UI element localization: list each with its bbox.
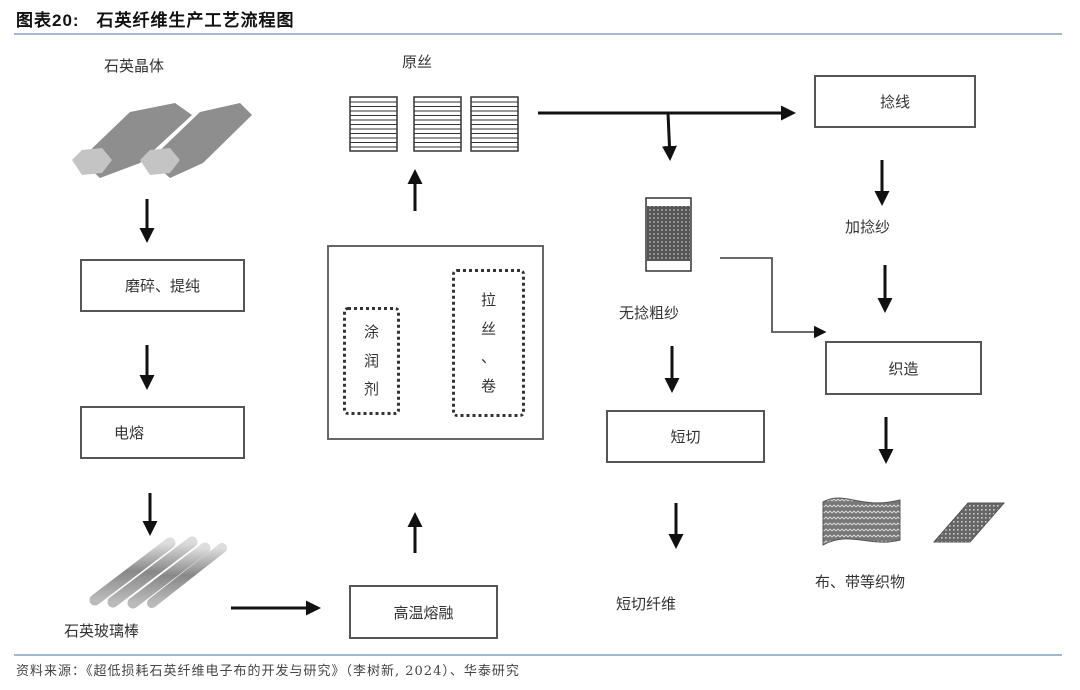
figure-number: 20: <box>52 11 80 30</box>
node-twisting-label: 捻线 <box>879 93 910 111</box>
raw-filament-icon <box>349 96 519 152</box>
node-chopping-label: 短切 <box>670 428 701 446</box>
node-high-temp-melting-label: 高温熔融 <box>393 603 454 622</box>
figure-title-text: 石英纤维生产工艺流程图 <box>96 11 295 31</box>
quartz-glass-rod-icon <box>89 536 227 609</box>
node-grinding-label: 磨碎、提纯 <box>124 277 200 295</box>
header-divider <box>14 33 1062 35</box>
node-chopped-fiber: 短切纤维 <box>616 595 677 613</box>
coating-char: 剂 <box>363 380 379 399</box>
node-quartz-glass-rod: 石英玻璃棒 <box>64 622 140 640</box>
node-high-temp-melting: 高温熔融 <box>349 585 498 639</box>
fabric-cloth-icon <box>822 497 901 546</box>
footer-divider <box>14 654 1062 656</box>
node-twisting: 捻线 <box>814 75 976 128</box>
node-weaving: 织造 <box>825 341 982 395</box>
node-grinding: 磨碎、提纯 <box>80 259 245 312</box>
source-note: 资料来源：《超低损耗石英纤维电子布的开发与研究》（李树新, 2024）、华泰研究 <box>16 664 520 679</box>
node-electric-melting: 电熔 <box>80 406 245 459</box>
drawing-char: 丝 <box>480 319 496 338</box>
coating-char: 涂 <box>363 323 379 342</box>
node-raw-filament: 原丝 <box>402 53 433 71</box>
node-untwisted-roving: 无捻粗纱 <box>619 304 680 322</box>
drawing-char: 、 <box>480 348 496 366</box>
node-electric-melting-label: 电熔 <box>114 424 145 442</box>
drawing-char: 卷 <box>480 376 496 395</box>
arrow-filament-to-roving <box>661 112 677 161</box>
figure-prefix: 图表 <box>16 11 52 31</box>
node-drawing: 拉 丝 、 卷 <box>452 269 525 417</box>
node-chopping: 短切 <box>606 410 765 463</box>
coating-char: 润 <box>363 351 379 370</box>
node-twisted-yarn: 加捻纱 <box>845 218 891 236</box>
arrow-roving-to-weaving <box>720 257 827 339</box>
node-quartz-crystal: 石英晶体 <box>104 57 165 75</box>
roving-spool-icon <box>645 197 692 272</box>
node-fabrics: 布、带等织物 <box>815 573 906 591</box>
figure-title: 图表20: 石英纤维生产工艺流程图 <box>16 6 295 31</box>
node-weaving-label: 织造 <box>888 359 919 378</box>
node-coating: 涂 润 剂 <box>343 307 400 415</box>
drawing-char: 拉 <box>480 291 496 309</box>
quartz-crystal-icon <box>72 103 252 178</box>
fabric-tape-icon <box>932 502 1006 543</box>
node-drawing-process <box>327 245 544 440</box>
